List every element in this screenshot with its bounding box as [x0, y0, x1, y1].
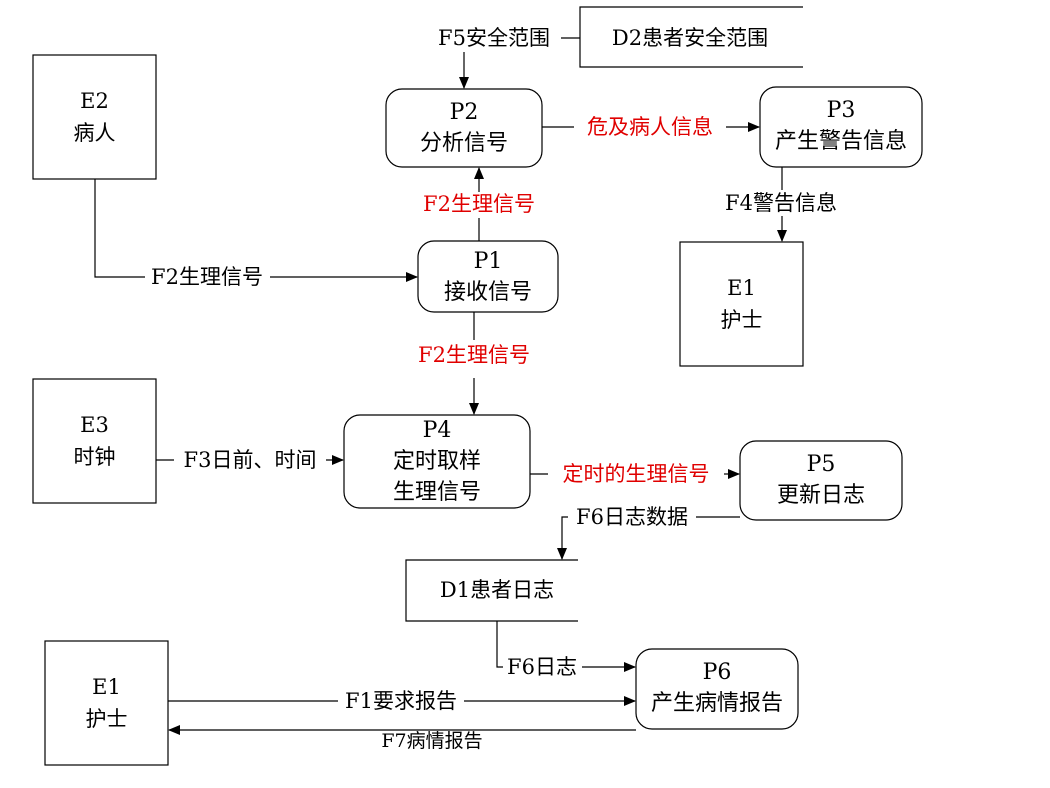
flow-f2-receive-to-analyze: F2生理信号	[423, 167, 535, 241]
process-p4-sample: P4 定时取样 生理信号	[343, 414, 531, 509]
flow-f1-label: F1要求报告	[345, 689, 457, 713]
entity-e3-clock: E3 时钟	[32, 378, 157, 504]
store-d2-label: D2患者安全范围	[612, 26, 768, 50]
process-p3-id: P3	[827, 98, 856, 123]
flow-f2-sample-label: F2生理信号	[418, 343, 530, 367]
process-p3-warning: P3 产生警告信息	[759, 86, 923, 168]
flow-f6-data-label: F6日志数据	[576, 505, 688, 529]
entity-e1-top-id: E1	[727, 276, 756, 300]
process-p3-name: 产生警告信息	[775, 129, 907, 154]
process-p2-id: P2	[450, 100, 479, 125]
entity-e3-id: E3	[80, 413, 109, 437]
entity-e1-bottom-id: E1	[92, 675, 121, 699]
flow-f2-analyze-label: F2生理信号	[423, 192, 535, 216]
store-d2-safety-range: D2患者安全范围	[579, 6, 803, 68]
process-p5-id: P5	[807, 452, 836, 477]
flow-danger-info: 危及病人信息	[542, 115, 760, 139]
process-p5-name: 更新日志	[777, 483, 865, 508]
entity-e2-id: E2	[80, 89, 109, 113]
flow-f7-condition-report: F7病情报告	[168, 725, 636, 752]
flow-f2-patient-label: F2生理信号	[151, 265, 263, 289]
process-p4-name-line1: 定时取样	[393, 449, 481, 474]
process-p6-name: 产生病情报告	[651, 691, 783, 716]
process-p6-id: P6	[703, 660, 732, 685]
process-p4-id: P4	[423, 418, 452, 443]
process-p1-receive: P1 接收信号	[417, 240, 559, 313]
flow-f5-label: F5安全范围	[438, 26, 550, 50]
flow-f4-label: F4警告信息	[725, 191, 837, 215]
process-p2-analyze: P2 分析信号	[385, 88, 543, 168]
flow-timed-label: 定时的生理信号	[563, 462, 710, 486]
process-p1-name: 接收信号	[444, 280, 532, 305]
flow-f3-date-time: F3日前、时间	[156, 448, 344, 472]
process-p1-id: P1	[474, 249, 503, 274]
entity-e1-top-name: 护士	[721, 308, 763, 332]
process-p5-update-log: P5 更新日志	[739, 440, 903, 521]
flow-f3-label: F3日前、时间	[184, 448, 317, 472]
entity-e1-bottom-name: 护士	[86, 707, 128, 731]
entity-e3-name: 时钟	[74, 445, 116, 469]
entity-e1-nurse-top: E1 护士	[679, 241, 804, 367]
flow-f4-warning: F4警告信息	[725, 167, 837, 242]
entity-e2-name: 病人	[74, 121, 116, 145]
store-d1-label: D1患者日志	[440, 578, 554, 602]
flow-f5-safety-range: F5安全范围	[438, 26, 580, 89]
entity-e1-nurse-bottom: E1 护士	[44, 640, 169, 766]
flow-f7-label: F7病情报告	[381, 730, 482, 752]
flow-f6-log-label: F6日志	[507, 655, 577, 679]
entity-e2-patient: E2 病人	[32, 54, 157, 180]
flow-f2-receive-to-sample: F2生理信号	[418, 312, 530, 415]
flow-f1-request-report: F1要求报告	[168, 689, 636, 713]
store-d1-patient-log: D1患者日志	[405, 559, 578, 622]
process-p4-name-line2: 生理信号	[393, 480, 481, 505]
flow-f2-patient-to-receive: F2生理信号	[94, 179, 418, 289]
flow-timed-signal: 定时的生理信号	[530, 462, 740, 486]
flow-f6-log-data: F6日志数据	[557, 505, 740, 560]
flow-f6-log: F6日志	[496, 621, 636, 679]
process-p6-report: P6 产生病情报告	[635, 648, 799, 730]
process-p2-name: 分析信号	[420, 131, 508, 156]
flow-danger-label: 危及病人信息	[587, 115, 713, 139]
